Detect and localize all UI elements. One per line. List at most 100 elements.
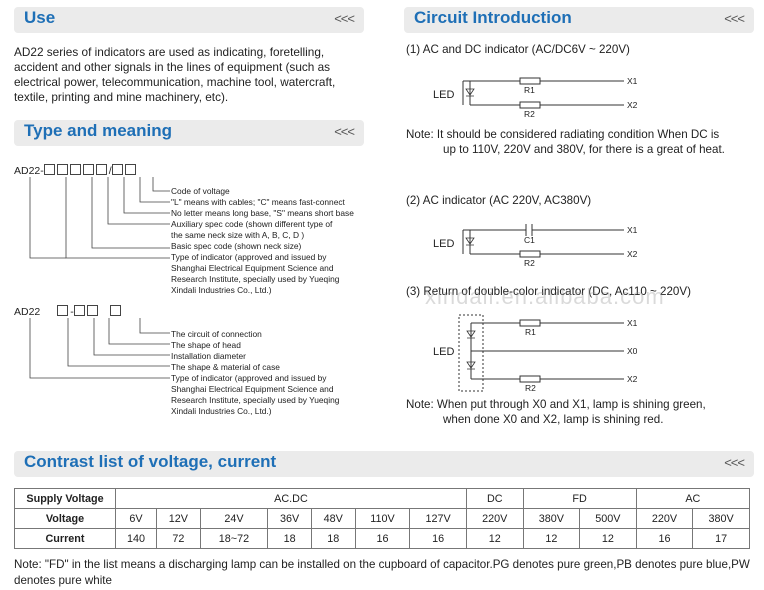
use-line: textile, printing and mine machinery, et… bbox=[14, 90, 229, 104]
model-code-2: AD22 - bbox=[14, 305, 123, 318]
c2-led-label: LED bbox=[433, 238, 454, 250]
note-line: Note: When put through X0 and X1, lamp i… bbox=[406, 398, 706, 411]
code-desc-line: Shanghai Electrical Equipment Science an… bbox=[171, 384, 334, 394]
voltage-cell: 110V bbox=[354, 508, 411, 529]
code1-descriptions: Code of voltage "L" means with cables; "… bbox=[171, 186, 371, 296]
c2-x1-label: X1 bbox=[627, 225, 638, 235]
code-slash: / bbox=[108, 165, 112, 177]
current-cell: 12 bbox=[465, 528, 524, 549]
chevron-left-icon: <<< bbox=[724, 11, 745, 26]
c2-c1-label: C1 bbox=[524, 235, 535, 245]
use-line: accident and other signals in the lines … bbox=[14, 60, 331, 74]
chevron-left-icon: <<< bbox=[334, 11, 355, 26]
note-line: Note: It should be considered radiating … bbox=[406, 128, 720, 141]
code-desc-line: Shanghai Electrical Equipment Science an… bbox=[171, 263, 334, 273]
use-line: electrical power, telecommunication, mac… bbox=[14, 75, 336, 89]
c1-x1-label: X1 bbox=[627, 76, 638, 86]
code-box bbox=[95, 164, 107, 175]
voltage-cell: 500V bbox=[579, 508, 637, 529]
table-row: Voltage 6V 12V 24V 36V 48V 110V 127V 220… bbox=[14, 508, 750, 529]
group-cell: AC.DC bbox=[115, 488, 467, 509]
c3-x0-label: X0 bbox=[627, 346, 638, 356]
code-desc-line: Research Institute, specially used by Yu… bbox=[171, 395, 340, 405]
type-meaning-header: Type and meaning <<< bbox=[14, 120, 364, 146]
code-prefix: AD22- bbox=[14, 165, 44, 177]
code-desc-line: The shape & material of case bbox=[171, 362, 280, 372]
code-desc-line: Xindali Industries Co., Ltd.) bbox=[171, 285, 272, 295]
chevron-left-icon: <<< bbox=[334, 124, 355, 139]
code-box bbox=[109, 305, 121, 316]
current-cell: 140 bbox=[114, 528, 158, 549]
voltage-cell: 220V bbox=[465, 508, 524, 529]
voltage-cell: 380V bbox=[692, 508, 750, 529]
contrast-title: Contrast list of voltage, current bbox=[24, 452, 277, 471]
current-cell: 17 bbox=[692, 528, 750, 549]
code-box bbox=[73, 305, 85, 316]
c3-r2-label: R2 bbox=[525, 383, 536, 393]
code-box bbox=[82, 164, 94, 175]
circuit1-note: Note: It should be considered radiating … bbox=[406, 127, 758, 157]
code-desc-line: the same neck size with A, B, C, D ) bbox=[171, 230, 305, 240]
type-meaning-title: Type and meaning bbox=[24, 121, 172, 140]
circuit3-note: Note: When put through X0 and X1, lamp i… bbox=[406, 397, 758, 427]
c3-x1-label: X1 bbox=[627, 318, 638, 328]
current-cell: 16 bbox=[354, 528, 411, 549]
code-box bbox=[111, 164, 123, 175]
c2-r2-label: R2 bbox=[524, 258, 535, 268]
contrast-header: Contrast list of voltage, current <<< bbox=[14, 451, 754, 477]
c1-r1-label: R1 bbox=[524, 85, 535, 95]
group-cell: DC bbox=[465, 488, 524, 509]
current-cell: 16 bbox=[409, 528, 467, 549]
use-line: AD22 series of indicators are used as in… bbox=[14, 45, 325, 59]
code-box bbox=[69, 164, 81, 175]
code-box bbox=[57, 305, 69, 316]
voltage-cell: 36V bbox=[267, 508, 312, 529]
code-desc-line: The circuit of connection bbox=[171, 329, 262, 339]
code-box bbox=[86, 305, 98, 316]
current-cell: 72 bbox=[156, 528, 201, 549]
code-desc-line: Type of indicator (approved and issued b… bbox=[171, 373, 327, 383]
current-cell: 16 bbox=[635, 528, 694, 549]
code-prefix: AD22 bbox=[14, 306, 41, 318]
current-cell: 12 bbox=[579, 528, 637, 549]
voltage-cell: 24V bbox=[199, 508, 269, 529]
code-desc-line: Basic spec code (shown neck size) bbox=[171, 241, 302, 251]
voltage-cell: 220V bbox=[635, 508, 694, 529]
c3-led-label: LED bbox=[433, 346, 454, 358]
current-header: Current bbox=[14, 528, 116, 549]
current-cell: 18 bbox=[310, 528, 356, 549]
voltage-cell: 12V bbox=[156, 508, 201, 529]
group-cell: AC bbox=[635, 488, 751, 509]
code-desc-line: The shape of head bbox=[171, 340, 241, 350]
voltage-current-table: Supply Voltage AC.DC DC FD AC Voltage 6V… bbox=[14, 488, 751, 549]
c1-r2-label: R2 bbox=[524, 109, 535, 119]
voltage-cell: 380V bbox=[522, 508, 581, 529]
note-line: up to 110V, 220V and 380V, for there is … bbox=[443, 143, 725, 156]
code-dash: - bbox=[70, 306, 74, 318]
voltage-header: Voltage bbox=[14, 508, 116, 529]
code2-descriptions: The circuit of connection The shape of h… bbox=[171, 329, 371, 417]
code-box bbox=[124, 164, 136, 175]
current-cell: 18 bbox=[267, 528, 312, 549]
voltage-cell: 6V bbox=[114, 508, 158, 529]
model-code-1: AD22- / bbox=[14, 164, 138, 177]
current-cell: 12 bbox=[522, 528, 581, 549]
supply-voltage-header: Supply Voltage bbox=[14, 488, 116, 509]
note-line: when done X0 and X2, lamp is shining red… bbox=[443, 413, 664, 426]
circuit2-title: (2) AC indicator (AC 220V, AC380V) bbox=[406, 194, 592, 207]
code-desc-line: Xindali Industries Co., Ltd.) bbox=[171, 406, 272, 416]
watermark: xindali.en.alibaba.com bbox=[425, 284, 665, 309]
c1-led-label: LED bbox=[433, 89, 454, 101]
circuit1-title: (1) AC and DC indicator (AC/DC6V ~ 220V) bbox=[406, 43, 630, 56]
group-cell: FD bbox=[522, 488, 637, 509]
code-box bbox=[43, 164, 55, 175]
c3-r1-label: R1 bbox=[525, 327, 536, 337]
circuit-title: Circuit Introduction bbox=[414, 8, 572, 27]
table-footnote: Note: "FD" in the list means a dischargi… bbox=[14, 558, 750, 587]
code-desc-line: Research Institute, specially used by Yu… bbox=[171, 274, 340, 284]
